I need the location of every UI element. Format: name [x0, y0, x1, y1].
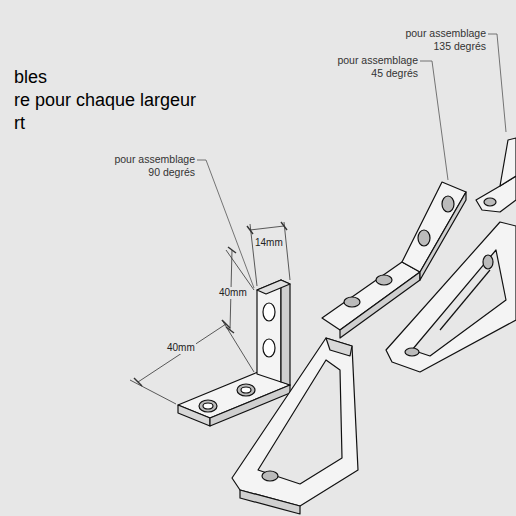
bracket-plate — [257, 280, 281, 382]
dimension-tick — [247, 226, 253, 234]
bracket-plate — [322, 262, 420, 330]
screw-hole — [405, 348, 419, 356]
leader-line — [420, 61, 448, 180]
screw-hole — [418, 230, 430, 246]
callout-note: pour assemblage 90 degrés — [109, 153, 195, 179]
leader-line — [488, 34, 506, 132]
screw-hole — [483, 255, 493, 269]
bracket-plate — [402, 182, 466, 272]
callout-note: pour assemblage 135 degrés — [400, 27, 486, 53]
dimension-label: 14mm — [254, 237, 284, 249]
screw-hole — [262, 471, 278, 481]
screw-hole — [203, 403, 213, 409]
truss-rib — [440, 270, 490, 330]
dimension-tick — [134, 378, 142, 386]
screw-hole — [199, 400, 217, 412]
bracket-edge — [240, 490, 300, 514]
extension-line — [222, 320, 254, 372]
dimension-line — [250, 226, 284, 230]
dimension-label: 40mm — [218, 287, 248, 299]
heading-line: bles — [14, 66, 47, 88]
bracket-edge — [281, 280, 290, 385]
bracket-plate — [500, 138, 516, 186]
dimension-tick — [222, 320, 230, 328]
extension-line — [226, 250, 254, 290]
bracket-edge — [257, 280, 290, 294]
extension-line — [250, 224, 257, 286]
bracket-plate — [476, 176, 516, 212]
truss-cutout — [412, 250, 506, 356]
heading-line: re pour chaque largeur — [14, 89, 196, 111]
dimension-line — [138, 324, 226, 382]
leader-line — [197, 160, 254, 288]
dimension-tick — [228, 247, 236, 253]
screw-hole — [442, 196, 454, 212]
callout-note: pour assemblage 45 degrés — [332, 54, 418, 80]
gusset-cutout — [258, 360, 342, 484]
extension-line — [284, 222, 290, 280]
gusset-bracket — [232, 338, 358, 506]
screw-hole — [241, 387, 251, 393]
screw-hole — [263, 303, 275, 321]
bracket-edge — [326, 338, 352, 356]
screw-hole — [344, 297, 360, 307]
dimension-label: 40mm — [166, 342, 196, 354]
heading-line: rt — [14, 112, 25, 134]
truss-bracket — [386, 222, 516, 372]
screw-hole — [237, 384, 255, 396]
extension-line — [130, 380, 176, 404]
screw-hole — [484, 198, 496, 206]
screw-hole — [263, 339, 275, 357]
dimension-tick — [281, 222, 287, 230]
screw-hole — [376, 275, 392, 285]
